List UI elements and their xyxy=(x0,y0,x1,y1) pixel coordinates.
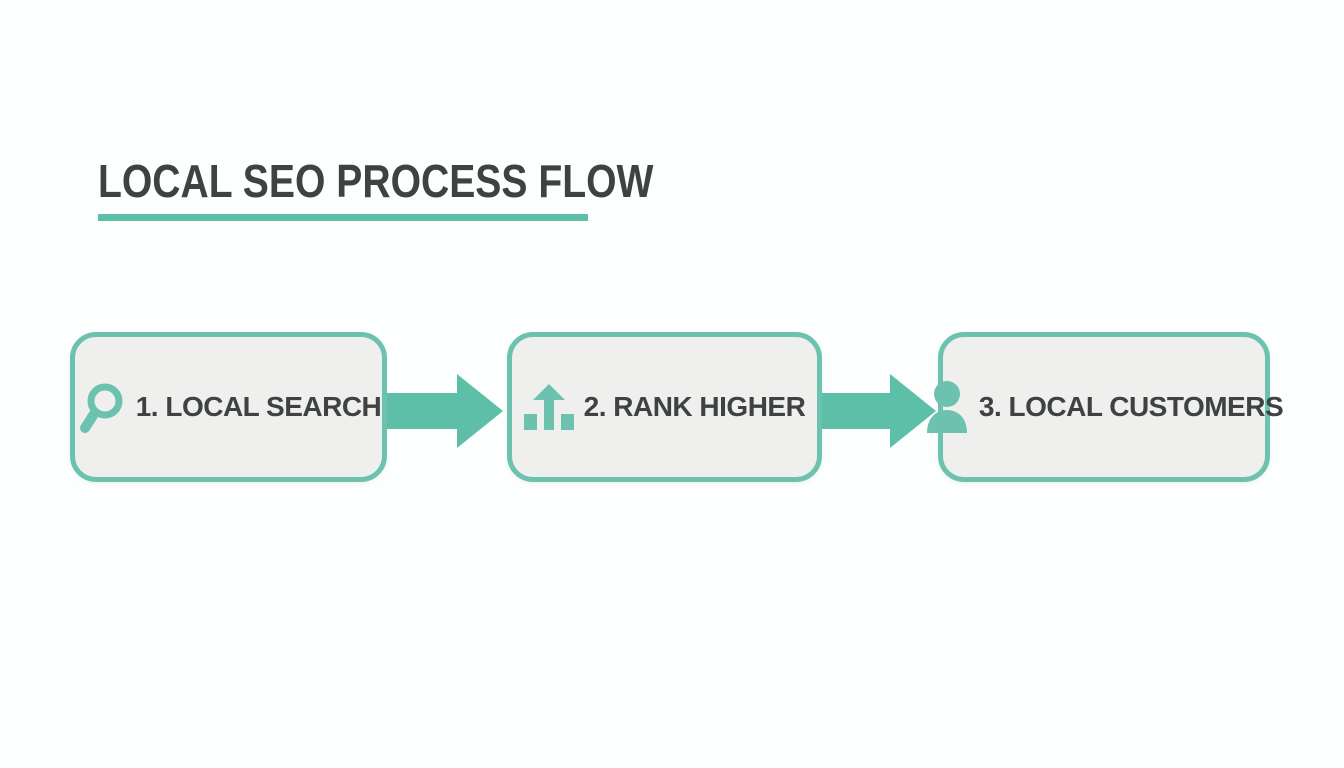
title-underline xyxy=(98,214,588,221)
flow-arrow-icon xyxy=(387,374,503,448)
magnifier-search-icon xyxy=(79,383,123,433)
person-icon xyxy=(926,381,967,433)
step-box-local-customers: 3. LOCAL CUSTOMERS xyxy=(926,332,1284,482)
arrow-head xyxy=(457,374,503,448)
step-box-local-search: 1. LOCAL SEARCH xyxy=(70,332,387,482)
arrow-shaft xyxy=(822,393,890,429)
page-title: LOCAL SEO PROCESS FLOW xyxy=(98,155,654,207)
step-label: 1. LOCAL SEARCH xyxy=(135,391,382,422)
arrow-shaft xyxy=(387,393,457,429)
arrow-head xyxy=(890,374,936,448)
flow-arrow-icon xyxy=(822,374,936,448)
rank-up-chart-icon xyxy=(523,384,574,430)
step-label: 3. LOCAL CUSTOMERS xyxy=(978,391,1284,422)
step-label: 2. RANK HIGHER xyxy=(583,391,806,422)
title-block: LOCAL SEO PROCESS FLOW xyxy=(98,158,751,221)
step-box-rank-higher: 2. RANK HIGHER xyxy=(507,332,822,482)
